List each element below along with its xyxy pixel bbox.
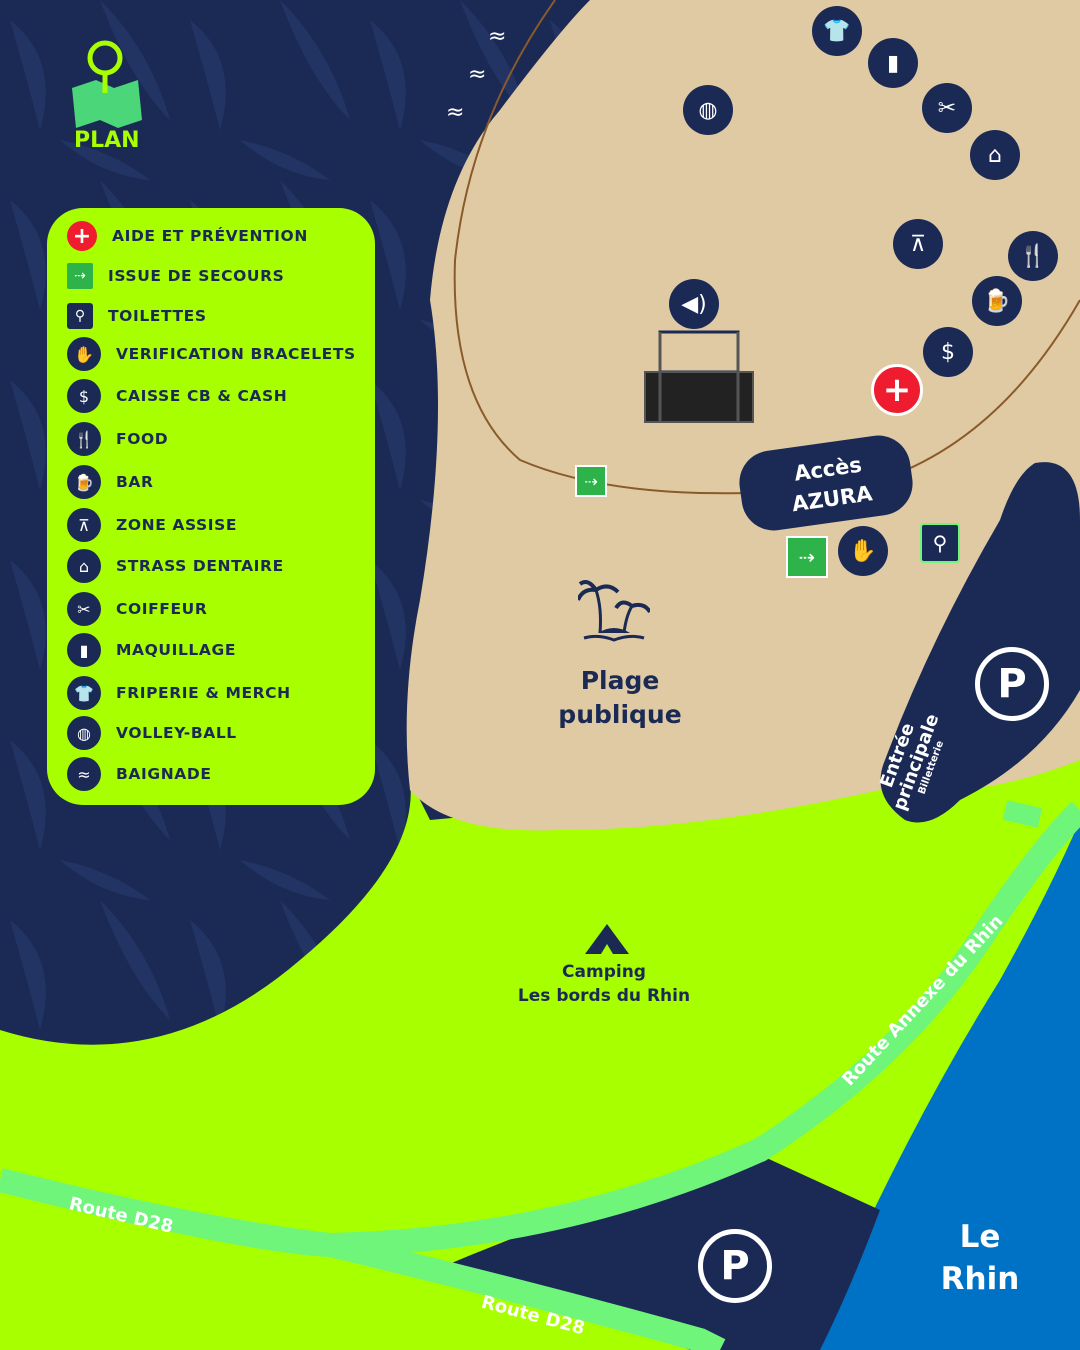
access-azura-badge — [739, 435, 913, 531]
beach-label-line1: Plage — [580, 666, 660, 695]
emergency-exit-icon[interactable]: ⇢ — [575, 465, 607, 497]
river-label-line2: Rhin — [940, 1261, 1020, 1297]
tooth-icon: ⌂ — [67, 549, 101, 583]
entrance-strip — [880, 462, 1080, 823]
river-label-line1: Le — [959, 1219, 1001, 1255]
hairdresser-icon[interactable]: ✂ — [922, 83, 972, 133]
legend-item: ✂ COIFFEUR — [67, 592, 207, 626]
route-d28-road — [0, 1168, 726, 1350]
legend-label: TOILETTES — [108, 307, 207, 325]
legend-label: FOOD — [116, 430, 169, 448]
legend-label: COIFFEUR — [116, 600, 208, 618]
hairdresser-icon: ✂ — [67, 592, 101, 626]
legend-item: 👕 FRIPERIE & MERCH — [67, 676, 291, 710]
legend-label: ZONE ASSISE — [116, 516, 238, 534]
tent-icon — [583, 920, 631, 960]
legend-label: MAQUILLAGE — [116, 641, 237, 659]
legend-label: VERIFICATION BRACELETS — [116, 345, 356, 363]
volleyball-icon: ◍ — [67, 716, 101, 750]
river — [810, 820, 1080, 1350]
volleyball-icon[interactable]: ◍ — [683, 85, 733, 135]
emergency-exit-icon[interactable]: ⇢ — [786, 536, 828, 578]
legend-label: STRASS DENTAIRE — [116, 557, 284, 575]
cashier-icon: $ — [67, 379, 101, 413]
bracelet-check-icon: ✋ — [67, 337, 101, 371]
bracelet-check-icon[interactable]: ✋ — [838, 526, 888, 576]
lipstick-icon: ▮ — [67, 633, 101, 667]
parking-lower-area — [430, 1155, 880, 1350]
first-aid-icon[interactable]: + — [871, 364, 923, 416]
legend-item: ⚲ TOILETTES — [67, 299, 207, 333]
swimming-icon: ≈ — [468, 62, 487, 87]
swimming-icon: ≈ — [488, 24, 507, 49]
first-aid-icon: + — [67, 221, 97, 251]
palm-island-icon — [576, 578, 652, 644]
food-icon: 🍴 — [67, 422, 101, 456]
camping-label-line2: Les bords du Rhin — [517, 986, 691, 1006]
camping-label: Camping Les bords du Rhin — [500, 960, 708, 1008]
swimming-icon: ≈ — [67, 757, 101, 791]
legend-label: AIDE ET PRÉVENTION — [112, 227, 308, 245]
beer-icon[interactable]: 🍺 — [972, 276, 1022, 326]
map-pin-icon — [72, 40, 142, 128]
plan-logo: PLAN — [66, 38, 144, 158]
beach-label-line2: publique — [558, 700, 682, 729]
legend-item: ▮ MAQUILLAGE — [67, 633, 236, 667]
parking-icon-upper[interactable]: P — [975, 647, 1049, 721]
legend-item: 🍺 BAR — [67, 465, 154, 499]
tshirt-icon[interactable]: 👕 — [812, 6, 862, 56]
legend-label: FRIPERIE & MERCH — [116, 684, 291, 702]
legend-label: BAIGNADE — [116, 765, 212, 783]
legend-label: CAISSE CB & CASH — [116, 387, 288, 405]
legend-item: ◍ VOLLEY-BALL — [67, 716, 237, 750]
picnic-table-icon: ⊼ — [67, 508, 101, 542]
legend-label: BAR — [116, 473, 154, 491]
entrance-access-road — [1002, 800, 1043, 828]
beer-icon: 🍺 — [67, 465, 101, 499]
legend-item: $ CAISSE CB & CASH — [67, 379, 287, 413]
parking-icon-lower[interactable]: P — [698, 1229, 772, 1303]
legend-item: 🍴 FOOD — [67, 422, 168, 456]
toilets-icon: ⚲ — [67, 303, 93, 329]
swimming-icon: ≈ — [446, 100, 465, 125]
food-icon[interactable]: 🍴 — [1008, 231, 1058, 281]
legend-item: + AIDE ET PRÉVENTION — [67, 219, 308, 253]
cashier-icon[interactable]: $ — [923, 327, 973, 377]
emergency-exit-icon: ⇢ — [67, 263, 93, 289]
lipstick-icon[interactable]: ▮ — [868, 38, 918, 88]
tshirt-icon: 👕 — [67, 676, 101, 710]
speaker-icon[interactable]: ◀) — [669, 279, 719, 329]
parking-symbol: P — [997, 661, 1027, 707]
tooth-icon[interactable]: ⌂ — [970, 130, 1020, 180]
picnic-table-icon[interactable]: ⊼ — [893, 219, 943, 269]
legend-item: ⌂ STRASS DENTAIRE — [67, 549, 284, 583]
legend-label: ISSUE DE SECOURS — [108, 267, 285, 285]
legend: + AIDE ET PRÉVENTION ⇢ ISSUE DE SECOURS … — [47, 208, 375, 805]
river-label: Le Rhin — [920, 1216, 1040, 1300]
stage — [644, 330, 754, 423]
legend-item: ⇢ ISSUE DE SECOURS — [67, 259, 284, 293]
legend-label: VOLLEY-BALL — [116, 724, 237, 742]
plan-title: PLAN — [74, 128, 140, 153]
camping-label-line1: Camping — [562, 962, 646, 982]
legend-item: ✋ VERIFICATION BRACELETS — [67, 337, 356, 371]
legend-item: ≈ BAIGNADE — [67, 757, 212, 791]
legend-item: ⊼ ZONE ASSISE — [67, 508, 237, 542]
parking-symbol: P — [720, 1243, 750, 1289]
toilets-icon[interactable]: ⚲ — [920, 523, 960, 563]
beach-label: Plage publique — [540, 664, 700, 732]
